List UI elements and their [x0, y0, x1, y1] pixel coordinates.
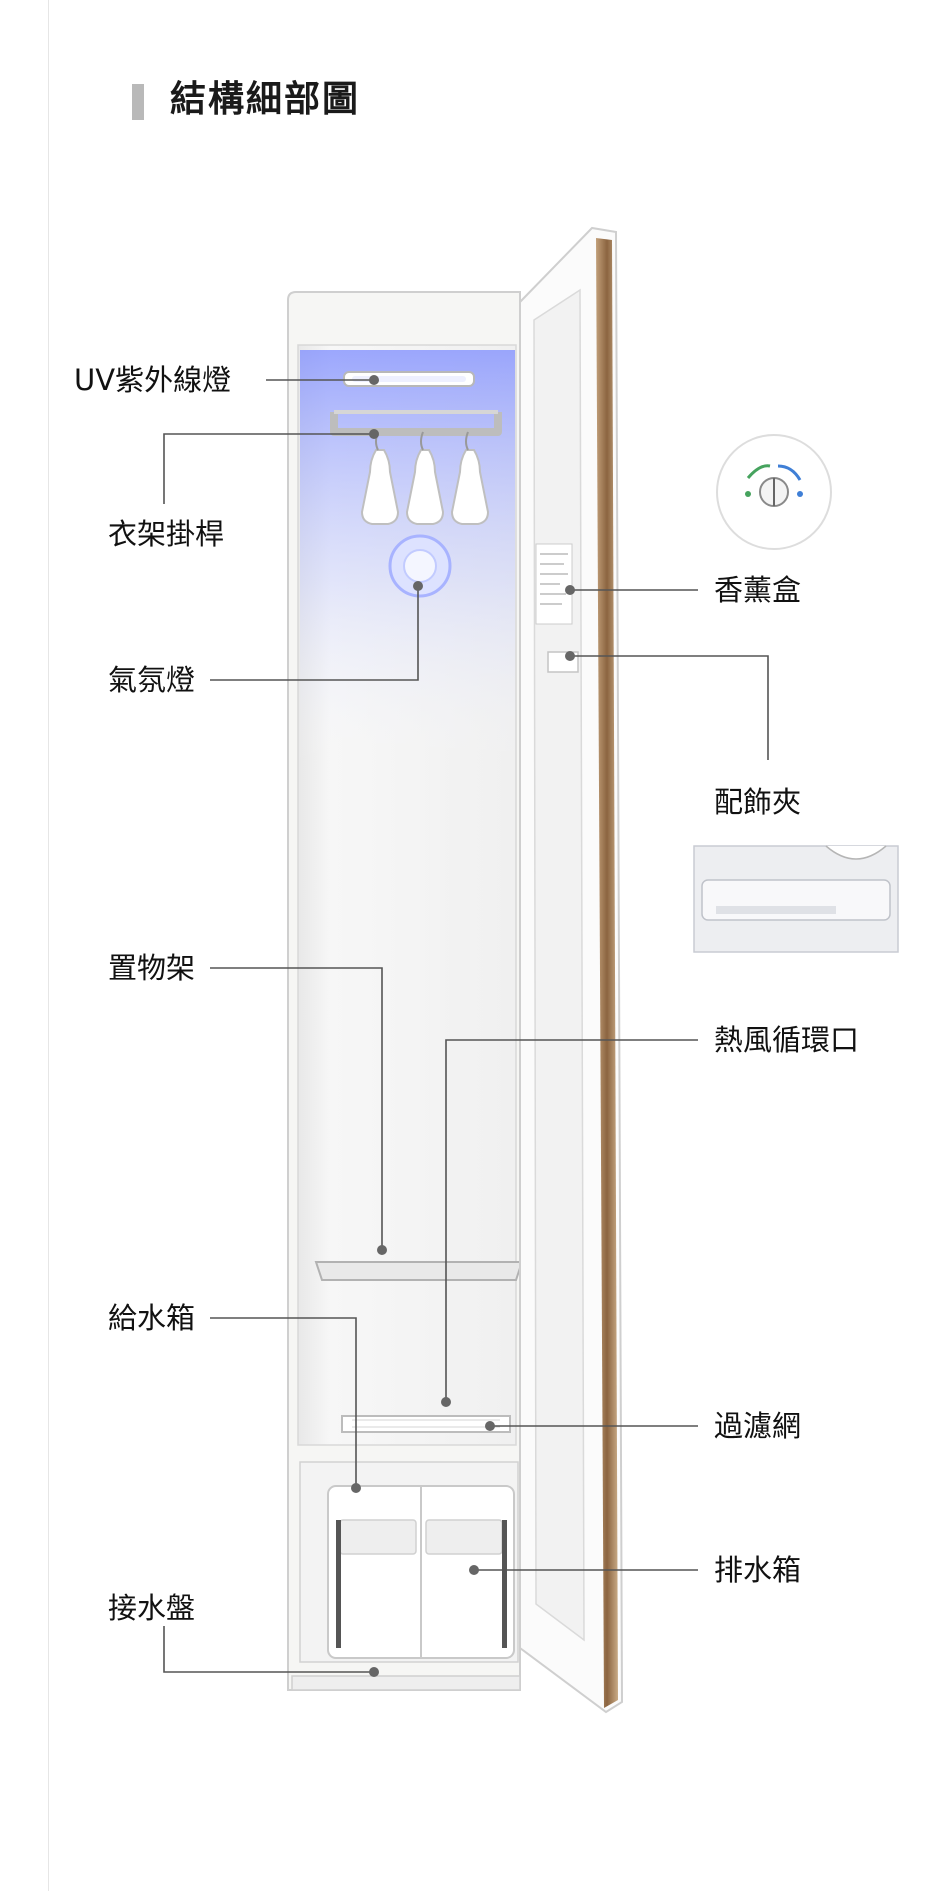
leader-lines — [163, 379, 769, 1673]
clothes-hangers — [360, 431, 490, 525]
hanger-rod-part — [330, 410, 502, 436]
label-drip-tray: 接水盤 — [108, 1591, 196, 1625]
label-ambient-light: 氣氛燈 — [108, 663, 196, 697]
page-edge-line — [48, 0, 49, 1891]
label-shelf: 置物架 — [108, 951, 196, 985]
leader-dots — [351, 375, 575, 1677]
label-uv-lamp: UV紫外線燈 — [74, 363, 232, 397]
aroma-box-inset — [716, 434, 832, 550]
drip-tray-part — [291, 1675, 521, 1691]
page-title: 結構細部圖 — [170, 79, 361, 120]
ambient-light-part — [388, 534, 452, 598]
shelf-part — [314, 1261, 524, 1281]
open-door — [519, 226, 624, 1714]
label-aroma-box: 香薰盒 — [714, 573, 802, 607]
label-hot-air-vent: 熱風循環口 — [714, 1023, 860, 1057]
lower-compartment — [299, 1461, 519, 1663]
label-drain-tank: 排水箱 — [714, 1553, 802, 1587]
title-accent-bar — [132, 84, 144, 120]
uv-lamp-part — [343, 371, 475, 387]
label-accessory-clip: 配飾夾 — [714, 785, 802, 819]
filter-mesh-part — [341, 1415, 511, 1433]
accessory-clip-inset — [693, 845, 899, 953]
label-water-supply-tank: 給水箱 — [108, 1301, 196, 1335]
label-filter-mesh: 過濾網 — [714, 1409, 802, 1443]
label-hanger-rod: 衣架掛桿 — [108, 517, 225, 551]
